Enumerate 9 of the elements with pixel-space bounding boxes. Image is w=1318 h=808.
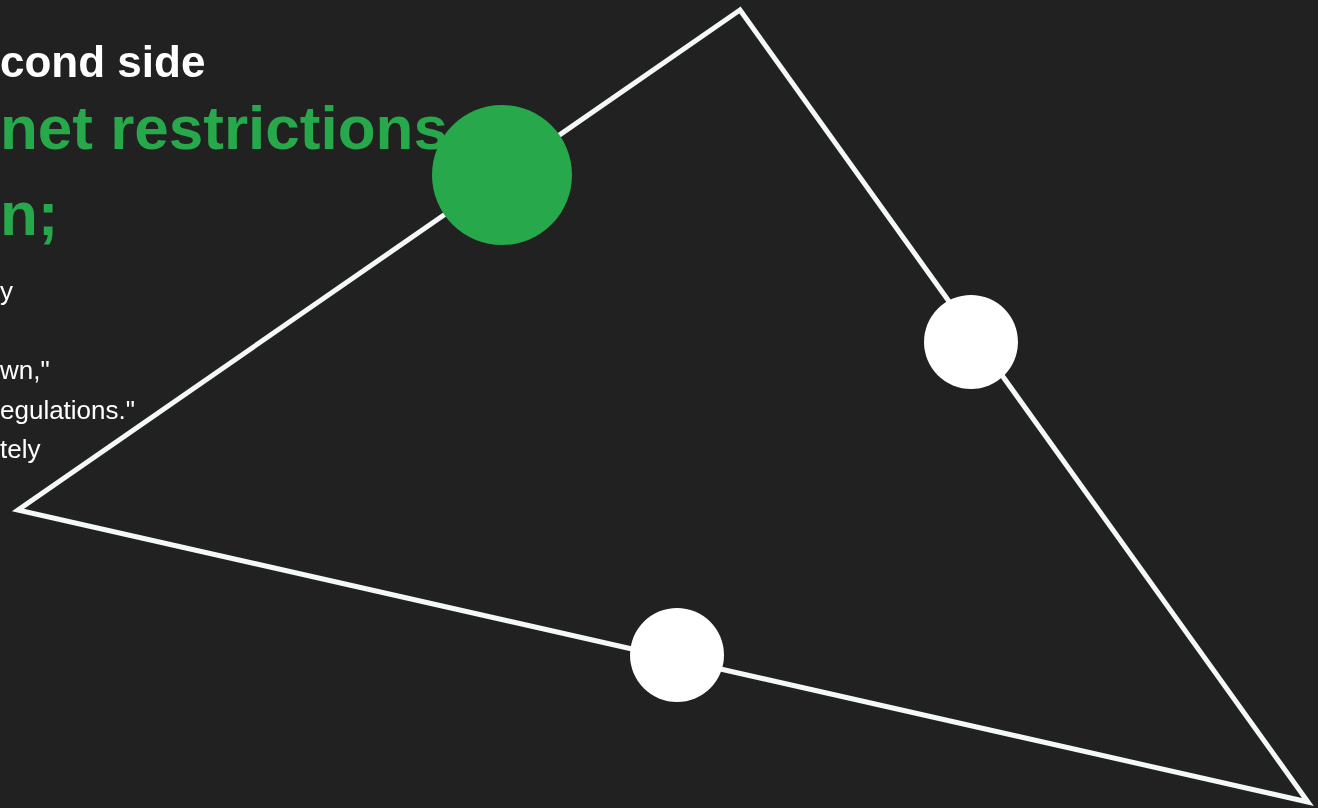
heading-text: net restrictions bbox=[0, 97, 448, 159]
body-text: egulations." bbox=[0, 397, 135, 423]
circle-marker bbox=[630, 608, 724, 702]
body-text: y bbox=[0, 278, 13, 304]
heading-text: cond side bbox=[0, 40, 206, 84]
body-text: wn," bbox=[0, 357, 50, 383]
circle-marker bbox=[924, 295, 1018, 389]
heading-text: n; bbox=[0, 183, 59, 245]
body-text: tely bbox=[0, 436, 41, 462]
